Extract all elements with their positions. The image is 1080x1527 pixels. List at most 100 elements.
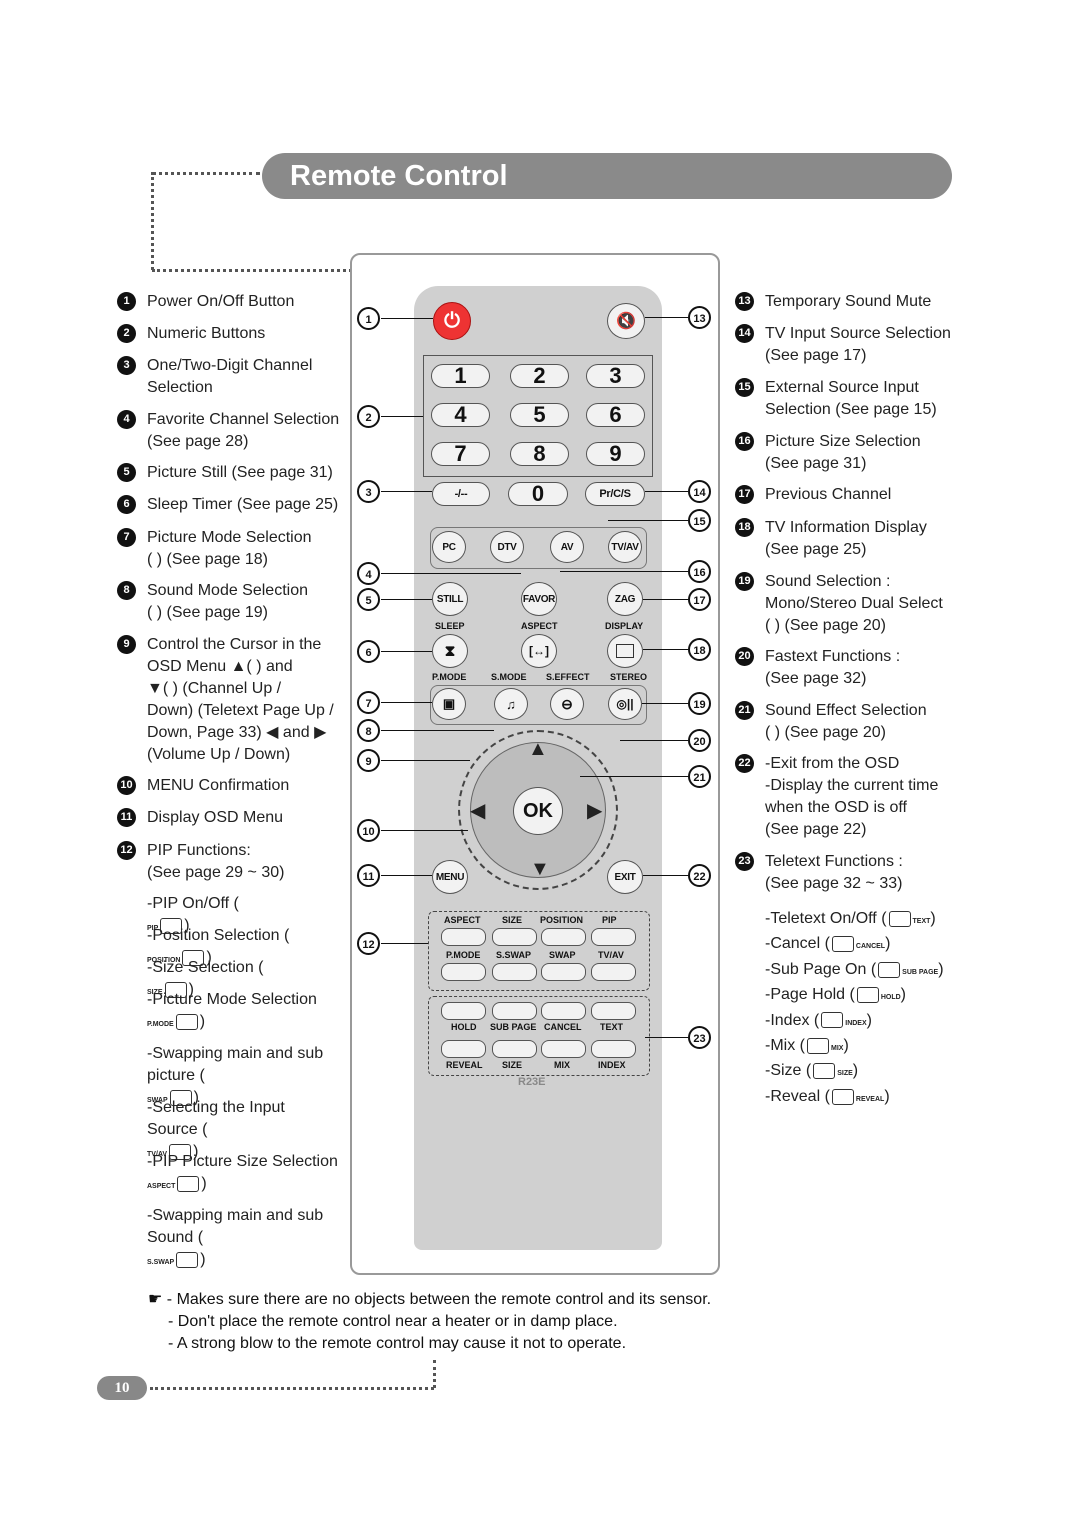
digit-8-button[interactable]: 8 [510,441,569,466]
teletext-list-item: -Index (INDEX) [765,1010,872,1035]
item-text-line: (See page 28) [147,433,249,450]
source-pc-button[interactable]: PC [432,531,466,563]
pip-button[interactable] [441,928,486,946]
callout-leader-line [381,416,423,417]
teletext-item-text: -Index ( [765,1011,820,1029]
pip-button[interactable] [492,928,537,946]
teletext-item-tail: ) [852,1062,859,1080]
pip-list-item: -Position Selection (POSITION) [147,925,289,972]
dash-button[interactable]: -/-- [432,482,490,506]
digit-3-button[interactable]: 3 [586,363,645,388]
item-text-line: ( ) (See page 19) [147,604,268,621]
item-number: 1 [117,292,136,311]
seffect-button[interactable]: ⊖ [550,688,584,720]
still-button[interactable]: STILL [432,582,468,616]
teletext-button[interactable] [441,1040,486,1058]
pip-button[interactable] [541,928,586,946]
callout-number: 15 [688,509,711,532]
digit-2-button[interactable]: 2 [510,363,569,388]
row-label: DISPLAY [605,621,644,631]
item-number: 17 [735,485,754,504]
nav-right-icon[interactable]: ▶ [587,800,603,822]
smode-button[interactable]: ♫ [494,688,528,720]
teletext-button[interactable] [541,1002,586,1020]
teletext-item-text: -Sub Page On ( [765,960,877,978]
item-text-line: TV Information Display [765,519,927,536]
prcs-button[interactable]: Pr/C/S [585,482,645,506]
callout-leader-line [560,571,688,572]
power-button[interactable]: ⏻ [433,302,471,340]
digit-7-button[interactable]: 7 [431,441,490,466]
item-number: 4 [117,410,136,429]
zag-button[interactable]: ZAG [607,582,643,616]
pip-item-text: Sound ( [147,1229,204,1246]
source-av-button[interactable]: AV [550,531,584,563]
pip-label: ASPECT [444,915,481,925]
pip-button[interactable] [591,963,636,981]
item-text-line: (Volume Up / Down) [147,746,291,763]
digit-9-button[interactable]: 9 [586,441,645,466]
item-text-line: (See page 32 ~ 33) [765,875,903,892]
digit-4-button[interactable]: 4 [431,402,490,427]
note-1: ☛ - Makes sure there are no objects betw… [148,1291,712,1308]
digit-6-button[interactable]: 6 [586,402,645,427]
item-text-line: ( ) (See page 18) [147,551,268,568]
pip-button[interactable] [591,928,636,946]
callout-leader-line [381,318,433,319]
item-text-line: Previous Channel [765,486,892,503]
model-label: R23E [518,1076,546,1088]
digit-1-button[interactable]: 1 [431,363,490,388]
pip-item-tag: PIP [147,925,159,932]
pip-button[interactable] [492,963,537,981]
pip-item-tag: P.MODE [147,1021,174,1028]
item-number: 15 [735,378,754,397]
digit-5-button[interactable]: 5 [510,402,569,427]
teletext-item-tail: ) [885,935,891,953]
item-text-line: (See page 29 ~ 30) [147,864,285,881]
callout-leader-line [381,599,432,600]
teletext-button[interactable] [441,1002,486,1020]
item-text-line: Temporary Sound Mute [765,293,932,310]
teletext-button[interactable] [541,1040,586,1058]
row-label: SLEEP [435,621,465,631]
aspect-button[interactable]: [↔] [521,634,557,668]
callout-leader-line [620,740,688,741]
mute-button[interactable]: 🔇 [607,303,645,339]
stereo-button[interactable]: ◎|| [608,688,642,720]
exit-button[interactable]: EXIT [607,860,643,894]
item-text: Teletext Functions :(See page 32 ~ 33) [765,851,903,895]
pip-button[interactable] [541,963,586,981]
teletext-list-item: -Reveal (REVEAL) [765,1086,890,1111]
item-text-line: when the OSD is off [765,799,907,816]
sleep-button[interactable]: ⧗ [432,634,468,668]
item-text-line: (See page 22) [765,821,867,838]
picture-mode-icon: ▣ [442,696,456,711]
sound-effect-icon: ⊖ [561,695,573,712]
ok-button[interactable]: OK [513,787,563,835]
teletext-button[interactable] [591,1040,636,1058]
pmode-button[interactable]: ▣ [432,688,466,720]
teletext-item-text: -Mix ( [765,1037,805,1054]
menu-button[interactable]: MENU [432,860,468,894]
teletext-item-tail: ) [900,986,906,1004]
nav-down-icon[interactable]: ▼ [530,858,550,880]
nav-left-icon[interactable]: ◀ [470,800,486,822]
callout-leader-line [381,875,432,876]
pip-button[interactable] [441,963,486,981]
item-text-line: Sound Effect Selection [765,702,927,719]
source-tv-av-button[interactable]: TV/AV [608,531,642,563]
teletext-button[interactable] [492,1040,537,1058]
teletext-button[interactable] [492,1002,537,1020]
favor-button[interactable]: FAVOR [521,582,557,616]
teletext-button[interactable] [591,1002,636,1020]
teletext-label: SIZE [502,1060,523,1070]
source-dtv-button[interactable]: DTV [490,531,524,563]
digit-0-button[interactable]: 0 [508,481,568,506]
pip-item-text: -Swapping main and sub [147,1045,324,1062]
item-text-line: Sound Mode Selection [147,582,308,599]
display-button[interactable] [607,634,643,668]
teletext-item-tail: ) [938,960,944,978]
nav-up-icon[interactable]: ▲ [528,738,548,760]
pip-item-text: -PIP On/Off ( [147,895,239,912]
teletext-item-text: -Teletext On/Off ( [765,910,887,927]
